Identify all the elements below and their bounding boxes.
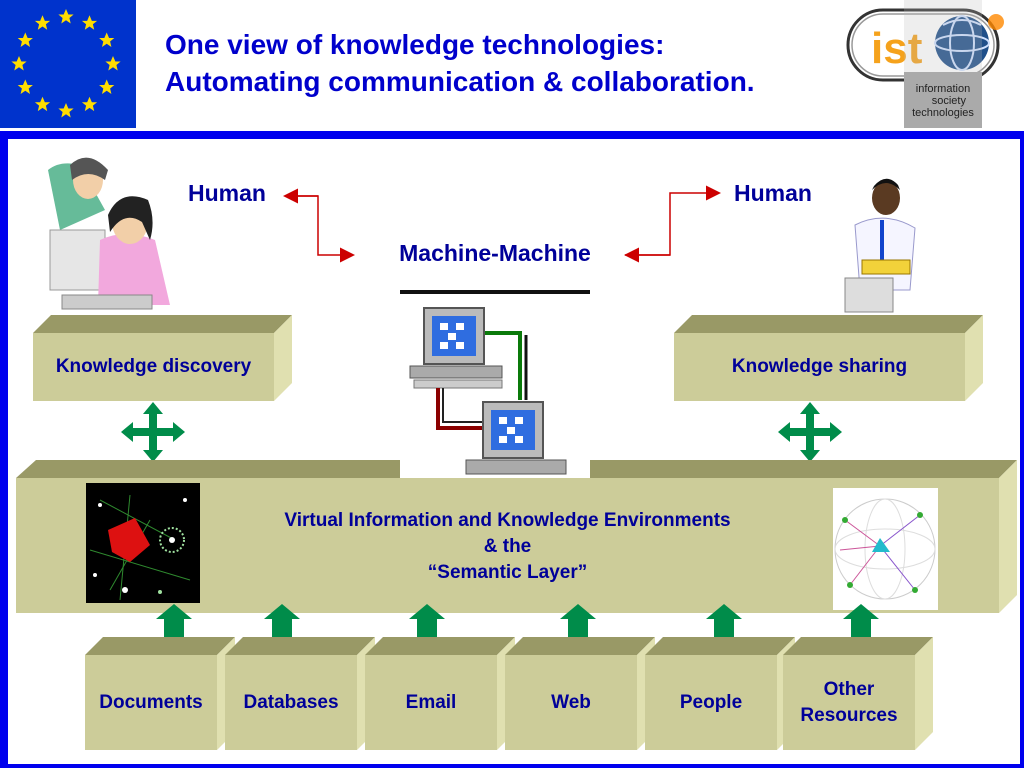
diagram-frame bbox=[0, 131, 1024, 768]
human-right-label: Human bbox=[734, 180, 812, 206]
source-email-label: Email bbox=[405, 691, 457, 713]
semantic-layer-label: Virtual Information and Knowledge Enviro… bbox=[210, 508, 805, 586]
computer-top-icon bbox=[409, 307, 528, 400]
source-box-other-resources bbox=[783, 637, 933, 750]
four-way-arrow-left-icon bbox=[121, 402, 185, 462]
knowledge-discovery-box-shape bbox=[33, 315, 292, 401]
people-left-icon bbox=[48, 157, 170, 310]
eu-flag-logo bbox=[0, 0, 136, 128]
knowledge-discovery-label: Knowledge discovery bbox=[55, 356, 252, 377]
ist-mark: ist bbox=[871, 24, 923, 73]
arrow-machine-human-right bbox=[625, 185, 721, 256]
knowledge-sharing-box-shape bbox=[674, 315, 983, 401]
hyperbolic-graph-right-image bbox=[833, 488, 938, 610]
machine-machine-label: Machine-Machine bbox=[399, 240, 591, 266]
computer-bottom-icon bbox=[465, 401, 567, 475]
semantic-layer-line-1: Virtual Information and Knowledge Enviro… bbox=[284, 510, 731, 531]
semantic-layer-line-2: & the bbox=[483, 536, 532, 557]
title-line-2: Automating communication & collaboration… bbox=[165, 66, 755, 97]
machine-divider bbox=[400, 290, 590, 294]
ist-line-3: technologies bbox=[912, 107, 974, 119]
title-line-1: One view of knowledge technologies: bbox=[165, 29, 665, 60]
source-box-email bbox=[365, 637, 515, 750]
human-left-label: Human bbox=[188, 180, 266, 206]
source-box-databases bbox=[225, 637, 375, 750]
globe-icon bbox=[935, 16, 989, 70]
ist-logo: ist information society technologies bbox=[846, 0, 1024, 128]
source-documents-label: Documents bbox=[99, 691, 203, 713]
semantic-layer-line-3: “Semantic Layer” bbox=[427, 562, 588, 583]
arrow-human-machine-left bbox=[288, 195, 355, 263]
source-box-documents bbox=[85, 637, 235, 750]
knowledge-sharing-label: Knowledge sharing bbox=[731, 356, 908, 377]
page-title: One view of knowledge technologies: Auto… bbox=[165, 26, 845, 100]
source-databases-label: Databases bbox=[243, 691, 339, 713]
source-people-label: People bbox=[679, 691, 743, 713]
source-boxes bbox=[85, 637, 933, 750]
person-right-icon bbox=[844, 178, 916, 313]
network-graph-left-image bbox=[86, 483, 200, 603]
source-box-web bbox=[505, 637, 655, 750]
four-way-arrow-right-icon bbox=[778, 402, 842, 462]
source-web-label: Web bbox=[551, 691, 591, 713]
ist-line-1: information bbox=[916, 83, 970, 95]
ist-line-2: society bbox=[932, 95, 967, 107]
